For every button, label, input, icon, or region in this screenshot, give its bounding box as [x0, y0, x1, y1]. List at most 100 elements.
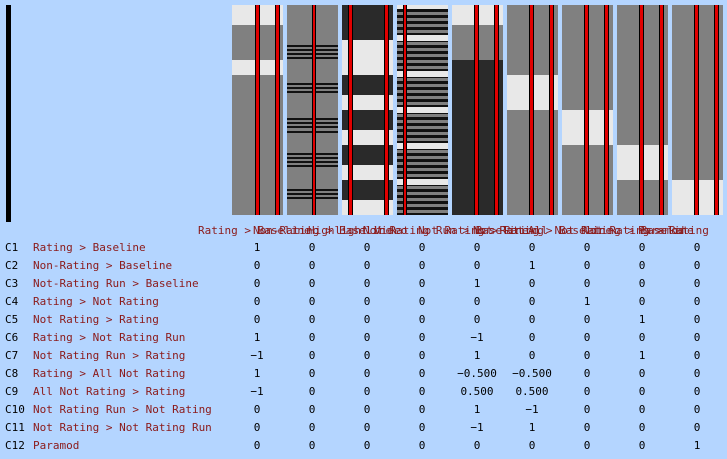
contrast-weight: 0	[583, 259, 591, 272]
matrix-block	[342, 130, 393, 145]
contrast-weight: 0	[528, 439, 536, 452]
contrast-weight: 0	[473, 313, 481, 326]
contrast-weight: 1	[473, 349, 481, 362]
contrast-weight: 0	[308, 259, 316, 272]
contrast-name: All Not Rating > Rating	[33, 385, 186, 398]
regressor-line	[312, 5, 316, 215]
contrast-weight: 0	[583, 277, 591, 290]
matrix-block	[397, 117, 448, 120]
contrast-weight: 0	[253, 295, 261, 308]
contrast-weight: 0	[418, 241, 426, 254]
contrast-weight: 0	[308, 277, 316, 290]
contrast-weight: 1	[253, 367, 261, 380]
contrast-weight: 0	[418, 403, 426, 416]
column-header: Paramod	[638, 224, 685, 237]
contrast-weight: 0	[528, 277, 536, 290]
contrast-weight: 0	[693, 295, 701, 308]
contrast-name: Rating > Not Rating	[33, 295, 159, 308]
matrix-block	[397, 159, 448, 162]
column-header: Rating > Baseline	[198, 224, 311, 237]
matrix-block	[397, 143, 448, 149]
contrast-weight: 0	[308, 385, 316, 398]
contrast-weight: 0.500	[460, 385, 494, 398]
regressor-column	[617, 5, 668, 215]
contrast-weight: 0	[473, 295, 481, 308]
contrast-weight: 1	[583, 295, 591, 308]
contrast-name: Not Rating > Rating	[33, 313, 159, 326]
regressor-column	[452, 5, 503, 215]
contrast-weight: −1	[250, 349, 264, 362]
contrast-id: C10	[5, 403, 25, 416]
matrix-block	[397, 45, 448, 48]
matrix-block	[397, 63, 448, 66]
column-header: Not Rating > Rating	[583, 224, 709, 237]
contrast-weight: 0	[253, 259, 261, 272]
regressor-line	[474, 5, 479, 215]
contrast-weight: 1	[638, 349, 646, 362]
matrix-block	[342, 145, 393, 165]
regressor-column	[562, 5, 613, 215]
contrast-weight: 0	[638, 277, 646, 290]
contrast-weight: 0	[638, 259, 646, 272]
contrast-weight: 0	[583, 403, 591, 416]
contrast-weight: 0	[308, 367, 316, 380]
matrix-block	[397, 93, 448, 96]
contrast-weight: −0.500	[512, 367, 552, 380]
contrast-weight: 1	[693, 439, 701, 452]
regressor-line	[403, 5, 407, 215]
contrast-id: C8	[5, 367, 19, 380]
contrast-weight: 0	[418, 367, 426, 380]
contrast-weight: 0	[583, 367, 591, 380]
contrast-weight: 0	[638, 421, 646, 434]
contrast-weight: 0	[308, 403, 316, 416]
regressor-line	[584, 5, 589, 215]
matrix-block	[397, 57, 448, 60]
contrast-weight: 0	[528, 349, 536, 362]
contrast-weight: 0	[583, 313, 591, 326]
regressor-line	[348, 5, 353, 215]
contrast-weight: 0	[363, 349, 371, 362]
contrast-weight: 0	[253, 421, 261, 434]
contrast-weight: 0	[308, 331, 316, 344]
contrast-name: Paramod	[33, 439, 80, 452]
contrast-weight: 0	[583, 439, 591, 452]
contrast-name: Rating > Baseline	[33, 241, 146, 254]
matrix-block	[397, 27, 448, 30]
contrast-id: C5	[5, 313, 19, 326]
contrast-weight: 0	[363, 367, 371, 380]
matrix-block	[397, 107, 448, 113]
contrast-weight: 1	[528, 421, 536, 434]
matrix-block	[397, 179, 448, 185]
column-header: Non-Rating > Baseline	[253, 224, 393, 237]
contrast-weight: 0	[638, 385, 646, 398]
matrix-block	[342, 180, 393, 200]
matrix-block	[397, 153, 448, 156]
contrast-weight: 1	[253, 331, 261, 344]
contrast-id: C11	[5, 421, 25, 434]
matrix-block	[342, 110, 393, 130]
contrast-weight: 0	[253, 439, 261, 452]
contrast-weight: −1	[525, 403, 539, 416]
contrast-id: C4	[5, 295, 19, 308]
contrast-weight: −1	[470, 421, 484, 434]
contrast-weight: 0	[363, 439, 371, 452]
contrast-weight: 0	[583, 331, 591, 344]
matrix-block	[397, 21, 448, 24]
contrast-id: C9	[5, 385, 19, 398]
matrix-block	[397, 9, 448, 12]
matrix-block	[397, 87, 448, 90]
column-header: Not Rating Run > Baseline	[363, 224, 529, 237]
regressor-column	[342, 5, 393, 215]
